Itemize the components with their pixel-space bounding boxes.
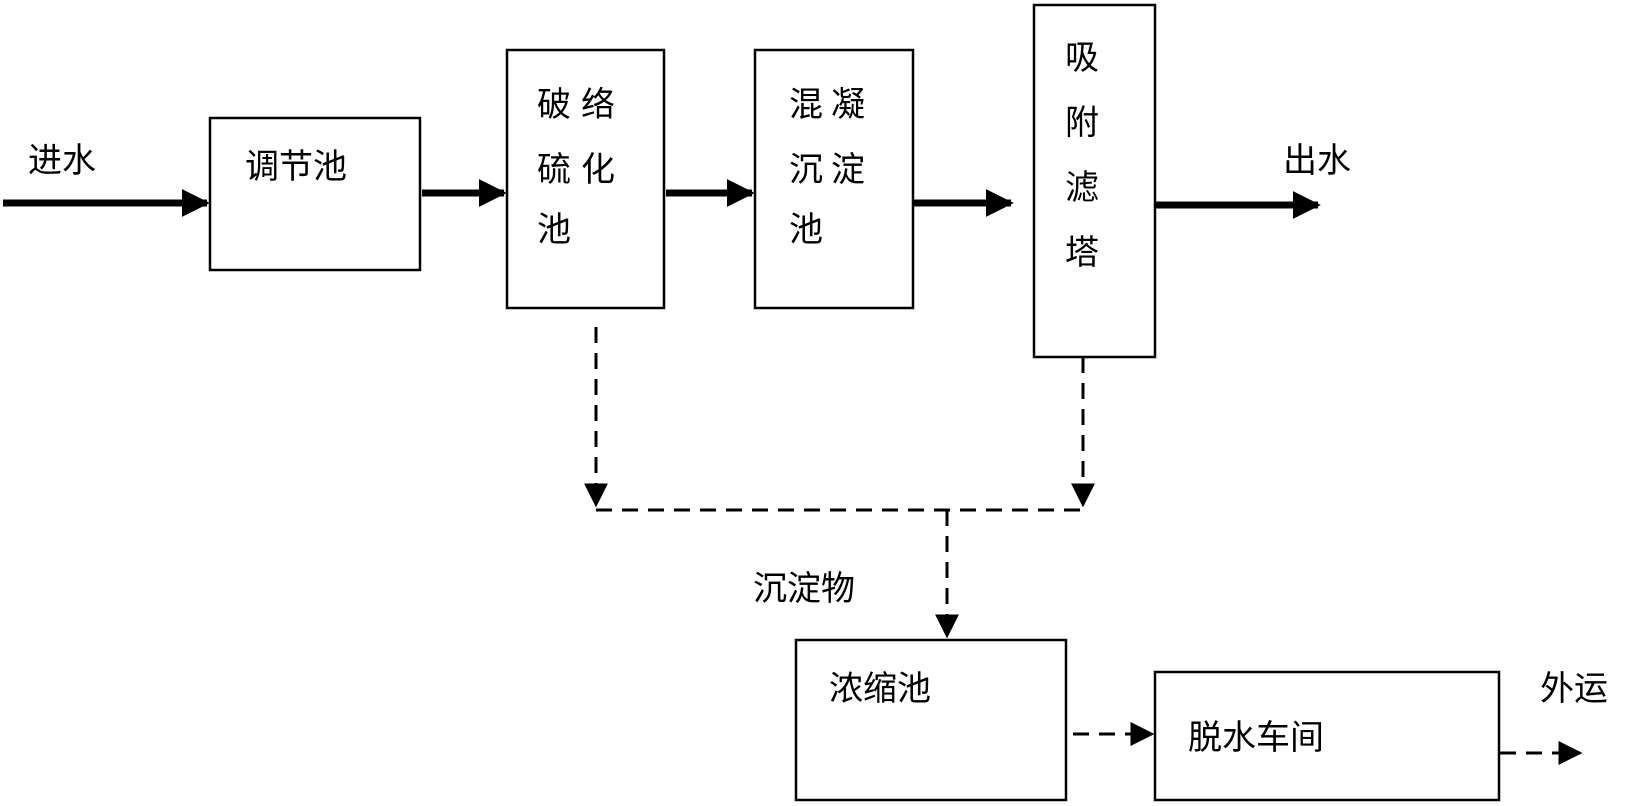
thickener-label: 浓缩池 [829,669,931,709]
coagulation-tank-box [753,48,915,310]
sediment-label: 沉淀物 [753,569,855,609]
inlet-label: 进水 [28,141,96,181]
decomplex-sulfide-tank-box [505,48,666,310]
decomplex-sulfide-tank-label-line-3: 池 [537,210,571,250]
coagulation-tank-label-line-3: 池 [789,210,823,250]
regulating-tank-box [208,116,422,272]
regulating-tank-label: 调节池 [245,147,347,187]
dewatering-workshop-box [1153,670,1501,802]
decomplex-sulfide-tank-label-line-1: 破络 [537,85,625,125]
adsorption-tower-label-line-4: 塔 [1065,233,1099,273]
coagulation-tank-label-line-2: 沉淀 [789,150,873,190]
adsorption-tower-label-line-1: 吸 [1065,38,1099,78]
thickener-box [794,638,1068,802]
dewatering-workshop-label: 脱水车间 [1188,718,1324,758]
decomplex-sulfide-tank-label-line-2: 硫化 [537,150,625,190]
adsorption-tower-label-line-3: 滤 [1065,168,1099,208]
coagulation-tank-label-line-1: 混凝 [789,85,873,125]
transport-out-label: 外运 [1540,669,1608,709]
adsorption-tower-label-line-2: 附 [1065,103,1099,143]
outlet-label: 出水 [1283,141,1351,181]
adsorption-tower-box [1032,3,1157,359]
